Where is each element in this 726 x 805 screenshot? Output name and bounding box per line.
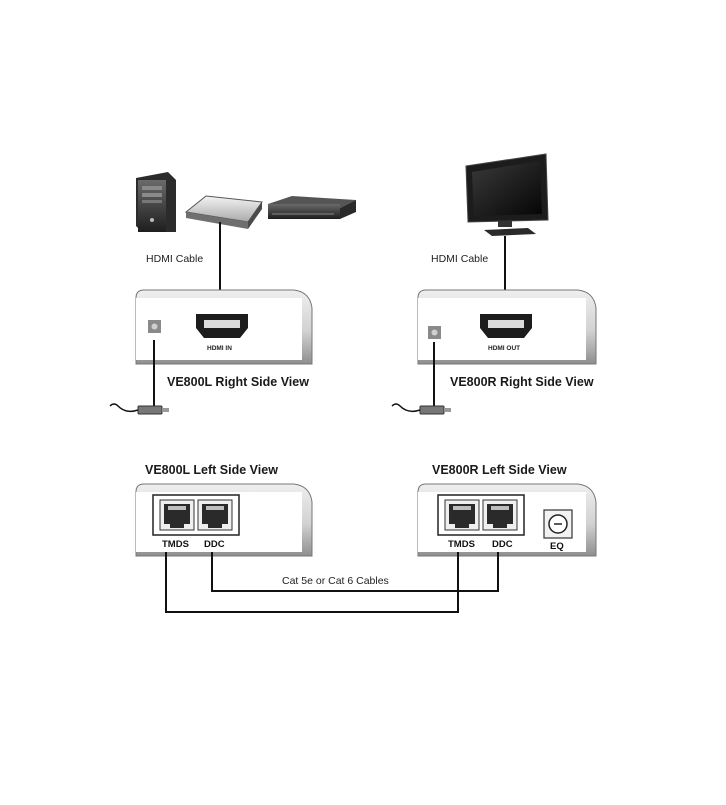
ddc-label-right: DDC	[492, 539, 513, 550]
eq-knob-icon	[543, 509, 573, 539]
rj45-tmds-port-icon	[444, 499, 480, 531]
ve800l-right-view-caption: VE800L Right Side View	[167, 375, 309, 389]
eq-label: EQ	[550, 541, 564, 552]
hdmi-in-label: HDMI IN	[207, 345, 232, 352]
ve800l-left-view-caption: VE800L Left Side View	[145, 463, 278, 477]
ve800r-left-side-unit: TMDS DDC EQ	[417, 483, 597, 557]
hdmi-cable-right-label: HDMI Cable	[431, 253, 488, 265]
ve800r-left-view-caption: VE800R Left Side View	[432, 463, 567, 477]
ddc-label-left: DDC	[204, 539, 225, 550]
power-cable-left	[109, 340, 169, 415]
tv-monitor-icon	[465, 153, 549, 236]
media-player-icon	[184, 195, 263, 229]
tmds-label-left: TMDS	[162, 539, 189, 550]
hdmi-cable-left-label: HDMI Cable	[146, 253, 203, 265]
ve800l-right-side-unit: HDMI IN	[135, 289, 313, 365]
cat-cables-label: Cat 5e or Cat 6 Cables	[282, 575, 389, 587]
cat-cable-ddc	[211, 552, 499, 592]
rj45-ddc-port-icon	[197, 499, 233, 531]
power-cable-right	[391, 342, 451, 415]
rj45-tmds-port-icon	[159, 499, 195, 531]
tmds-label-right: TMDS	[448, 539, 475, 550]
ve800r-right-view-caption: VE800R Right Side View	[450, 375, 594, 389]
cat-cable-tmds	[165, 552, 459, 613]
rj45-ddc-port-icon	[482, 499, 518, 531]
ve800l-left-side-unit: TMDS DDC	[135, 483, 313, 557]
ve800r-right-side-unit: HDMI OUT	[417, 289, 597, 365]
hdmi-out-label: HDMI OUT	[488, 345, 520, 352]
pc-tower-icon	[136, 172, 176, 232]
set-top-box-icon	[268, 196, 356, 219]
